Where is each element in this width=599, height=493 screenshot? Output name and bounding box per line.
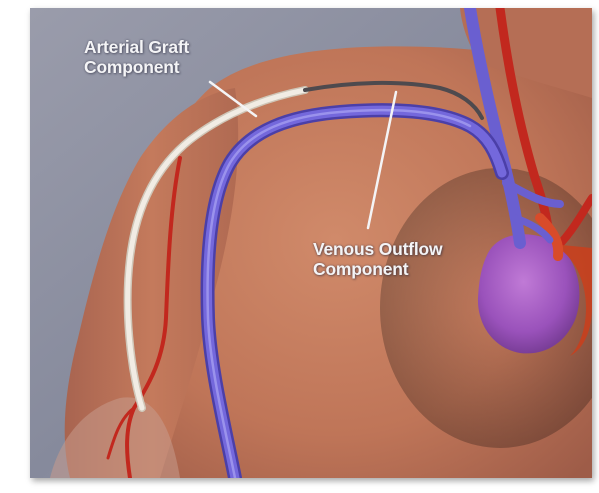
venous-outflow-label-line2: Component	[313, 260, 442, 280]
arterial-graft-label-line2: Component	[84, 58, 189, 78]
venous-outflow-label-line1: Venous Outflow	[313, 240, 442, 260]
arterial-graft-label-line1: Arterial Graft	[84, 38, 189, 58]
anatomical-illustration: Arterial Graft Component Venous Outflow …	[30, 8, 592, 478]
venous-outflow-label: Venous Outflow Component	[313, 240, 442, 279]
illustration-svg	[30, 8, 592, 478]
arterial-graft-label: Arterial Graft Component	[84, 38, 189, 77]
